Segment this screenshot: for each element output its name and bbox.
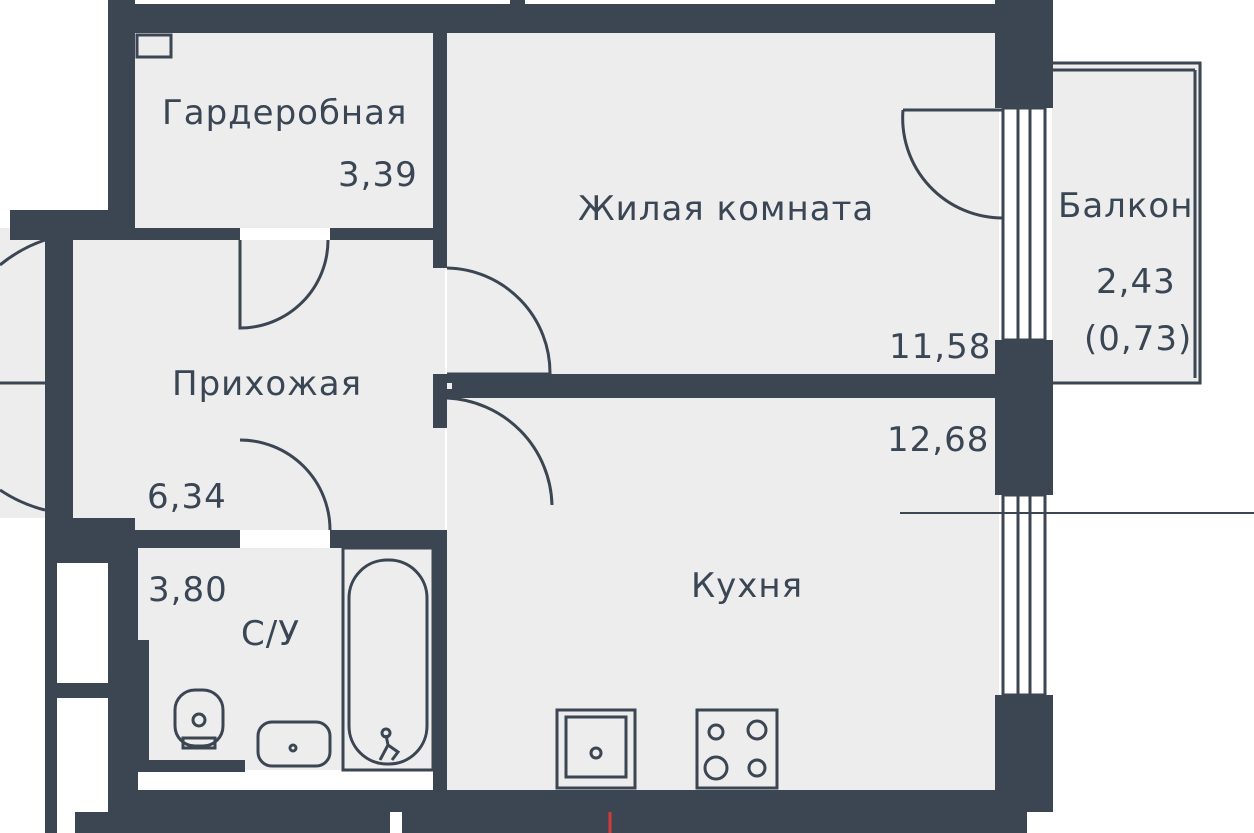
door-balcony-swing	[901, 108, 1004, 220]
wall-bottom	[108, 790, 1053, 812]
floors	[0, 33, 1202, 790]
walls	[10, 0, 1053, 833]
wall-living-kitchen	[433, 374, 999, 398]
wardrobe-floor	[135, 33, 435, 228]
balcony-label: Балкон	[1058, 186, 1193, 226]
hallway-area: 6,34	[147, 477, 227, 517]
balcony-area-reduced: (0,73)	[1084, 319, 1192, 359]
wall-bath-floor	[135, 760, 245, 772]
door-entrance-swing	[0, 238, 46, 512]
kitchen-sink-icon	[555, 708, 637, 790]
hallway-label: Прихожая	[172, 364, 362, 404]
wall-hall-bath-left	[73, 530, 240, 548]
kitchen-label: Кухня	[691, 566, 803, 606]
wall-left-upper	[108, 0, 135, 240]
outside-left-floor	[0, 228, 50, 518]
door-swings	[0, 108, 1004, 531]
window-living	[1001, 106, 1047, 342]
room-labels: Гардеробная 3,39 Жилая комната 11,58 Бал…	[147, 93, 1193, 654]
wall-wardrobe-bottom-left	[135, 228, 240, 240]
balcony-floor	[1052, 63, 1202, 383]
door-wardrobe-swing	[238, 239, 330, 330]
wall-right-top	[995, 33, 1053, 108]
wall-left-outer-mid	[45, 683, 108, 698]
wardrobe-shaft	[135, 33, 173, 59]
wall-wardrobe-bottom-right	[330, 228, 447, 240]
wall-bottom-seg-right	[402, 812, 1027, 833]
wall-left-bath	[108, 548, 138, 833]
bathtub-icon	[341, 546, 435, 772]
sink-icon	[256, 720, 332, 768]
window-kitchen	[1001, 493, 1047, 697]
living-label: Жилая комната	[578, 189, 874, 229]
wall-hall-bath-right	[330, 530, 447, 548]
wall-bath-kitchen	[433, 530, 447, 800]
wall-hall-kitchen	[433, 398, 447, 428]
wall-bottom-seg-left	[75, 812, 390, 833]
wall-left-hall	[45, 225, 73, 535]
living-area: 11,58	[889, 327, 991, 367]
kitchen-floor	[447, 398, 999, 790]
hallway-floor	[73, 240, 445, 530]
wall-top	[108, 0, 1053, 33]
bathroom-fixtures	[173, 546, 435, 772]
bathroom-label: С/У	[241, 614, 300, 654]
bathroom-floor	[135, 548, 435, 770]
windows	[900, 61, 1254, 697]
door-living-swing	[446, 266, 552, 376]
door-kitchen-swing	[446, 396, 554, 506]
door-bath-swing	[239, 438, 332, 531]
wall-right-bottom	[995, 695, 1053, 812]
wall-wardrobe-right	[433, 33, 447, 268]
kitchen-fixtures	[555, 708, 779, 790]
bathroom-area: 3,80	[148, 570, 228, 610]
wall-right-mid	[995, 340, 1053, 495]
stove-icon	[695, 708, 779, 790]
balcony-area: 2,43	[1096, 262, 1176, 302]
kitchen-area: 12,68	[887, 420, 989, 460]
balcony-outline	[1050, 61, 1202, 385]
toilet-icon	[173, 688, 225, 750]
wall-bath-inner	[135, 640, 149, 770]
wardrobe-label: Гардеробная	[162, 93, 407, 133]
wardrobe-area: 3,39	[338, 155, 418, 195]
